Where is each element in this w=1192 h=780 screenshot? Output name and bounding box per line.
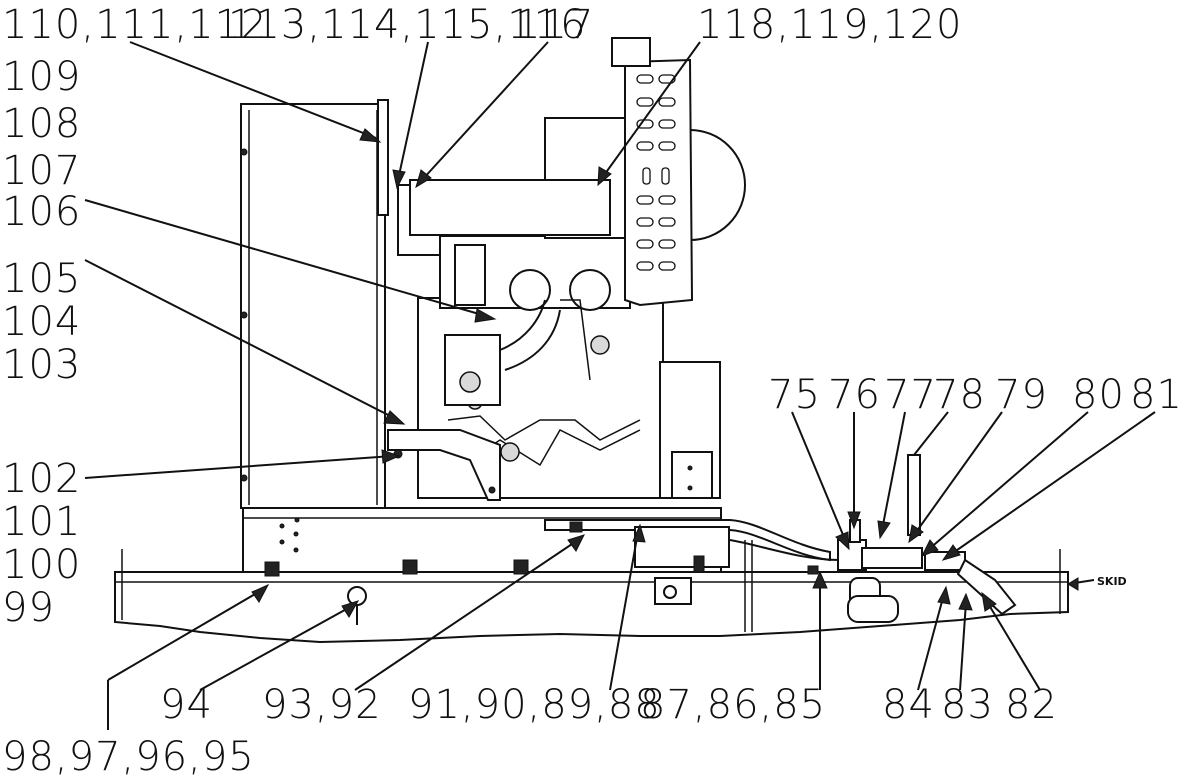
label-76: 76 (828, 372, 881, 418)
label-107: 107 (2, 148, 81, 194)
label-94: 94 (160, 682, 213, 728)
fuel-pump (444, 244, 591, 406)
control-panel (240, 99, 389, 509)
label-84: 84 (882, 682, 935, 728)
leader-lines (84, 41, 1156, 730)
label-113-116: 113,114,115,116 (228, 2, 587, 48)
label-117: 117 (515, 2, 594, 48)
label-106: 106 (2, 189, 81, 235)
label-105: 105 (2, 256, 81, 302)
label-110-111-112: 110,111,112 (2, 2, 267, 48)
skid-bolts (264, 521, 705, 625)
label-91-88: 91,90,89,88 (408, 682, 661, 728)
label-83: 83 (941, 682, 994, 728)
label-79: 79 (995, 372, 1048, 418)
label-87-86-85: 87,86,85 (640, 682, 826, 728)
label-103: 103 (2, 342, 81, 388)
label-77: 77 (884, 372, 937, 418)
label-99: 99 (2, 585, 55, 631)
label-75: 75 (768, 372, 821, 418)
heat-shield (611, 37, 694, 307)
label-101: 101 (2, 499, 81, 545)
label-82: 82 (1005, 682, 1058, 728)
label-100: 100 (2, 542, 81, 588)
label-118-119-120: 118,119,120 (697, 2, 962, 48)
label-skid: SKID (1097, 575, 1127, 588)
label-81: 81 (1130, 372, 1183, 418)
fuel-lines (544, 454, 1017, 623)
label-104: 104 (2, 299, 81, 345)
label-93-92: 93,92 (262, 682, 382, 728)
label-98-97-96-95: 98,97,96,95 (2, 734, 255, 780)
label-109: 109 (2, 54, 81, 100)
label-78: 78 (933, 372, 986, 418)
label-102: 102 (2, 456, 81, 502)
label-108: 108 (2, 101, 81, 147)
exhaust-pipe (409, 179, 611, 236)
label-80: 80 (1072, 372, 1125, 418)
